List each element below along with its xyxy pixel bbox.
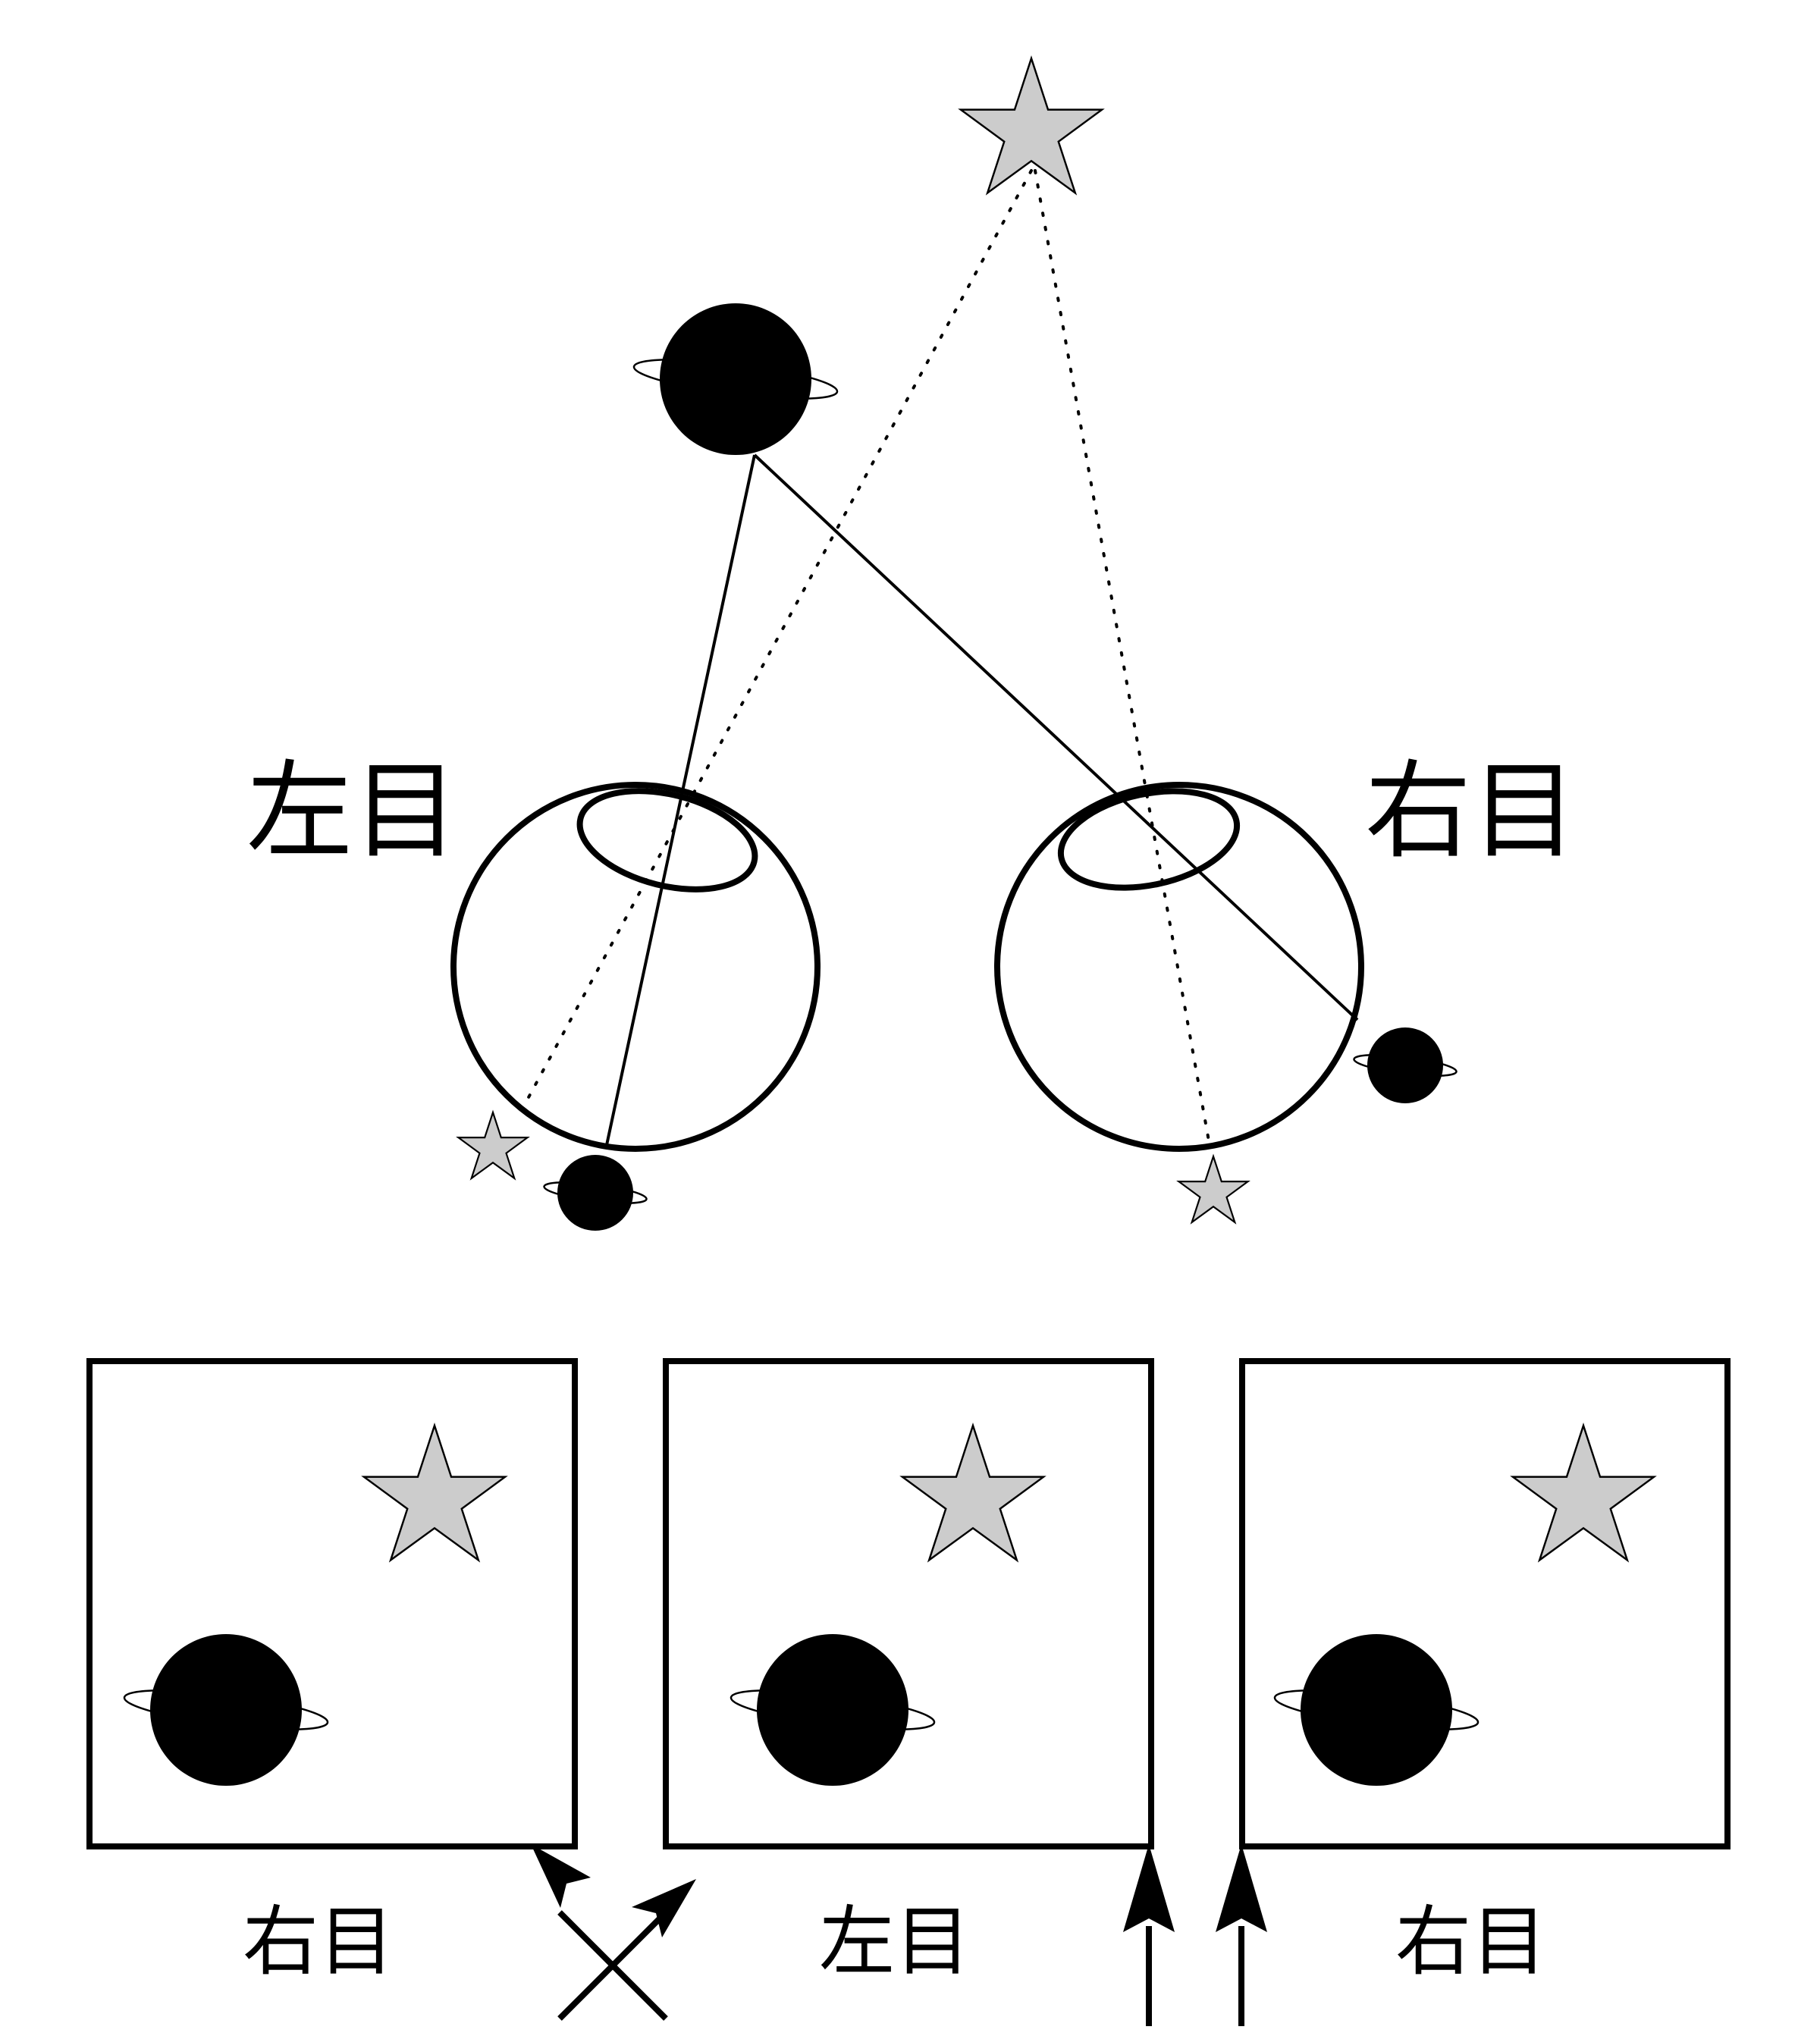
left-eye-planet-line	[605, 454, 756, 1146]
panel-2-star-icon	[901, 1424, 1045, 1561]
panel-1-star-icon	[362, 1424, 507, 1561]
panel-1-planet-icon	[123, 1634, 329, 1786]
left-retina-star-icon	[457, 1111, 529, 1179]
crossed-arrows-icon	[531, 1844, 696, 2021]
left-eye-star-line	[522, 169, 1033, 1109]
panel-3-frame	[1239, 1358, 1731, 1849]
panel-1-frame	[86, 1358, 578, 1849]
panel-2-planet-icon	[730, 1634, 936, 1786]
right-eyeball	[994, 782, 1364, 1152]
right-eye-lens	[1057, 788, 1241, 891]
left-eye-label: 左目	[246, 750, 459, 874]
left-eyeball	[450, 782, 821, 1152]
right-eye	[994, 782, 1364, 1152]
left-eye-lens	[576, 788, 758, 893]
right-eye-planet-line	[753, 453, 1359, 1021]
cross-arrow-left-head	[531, 1844, 591, 1908]
panel-2	[663, 1358, 1154, 1849]
parallel-arrows-icon	[1123, 1844, 1267, 2026]
right-eye-star-line	[1034, 169, 1211, 1147]
cross-arrow-right-head	[632, 1879, 696, 1937]
right-eye-label: 右目	[1365, 750, 1577, 874]
panel-2-caption: 左目	[819, 1897, 971, 1986]
panel-3	[1239, 1358, 1731, 1849]
parallel-arrow-right-head	[1216, 1844, 1267, 1932]
panel-1-caption: 右目	[243, 1897, 394, 1986]
right-retina-star-icon	[1178, 1155, 1249, 1223]
left-retina-planet-icon	[543, 1155, 648, 1231]
right-retina-planet-icon	[1353, 1027, 1458, 1103]
panel-3-caption: 右目	[1395, 1897, 1547, 1986]
panel-3-planet-icon	[1273, 1634, 1480, 1786]
left-eye	[450, 782, 821, 1152]
parallel-arrow-left-head	[1123, 1844, 1175, 1932]
panel-3-star-icon	[1511, 1424, 1655, 1561]
panel-1	[86, 1358, 578, 1849]
near-planet-icon	[632, 303, 839, 455]
panel-2-frame	[663, 1358, 1154, 1849]
planet-sight-lines	[605, 453, 1359, 1146]
star-sight-lines	[522, 169, 1211, 1147]
cross-arrow-right-shaft	[557, 1910, 668, 2021]
